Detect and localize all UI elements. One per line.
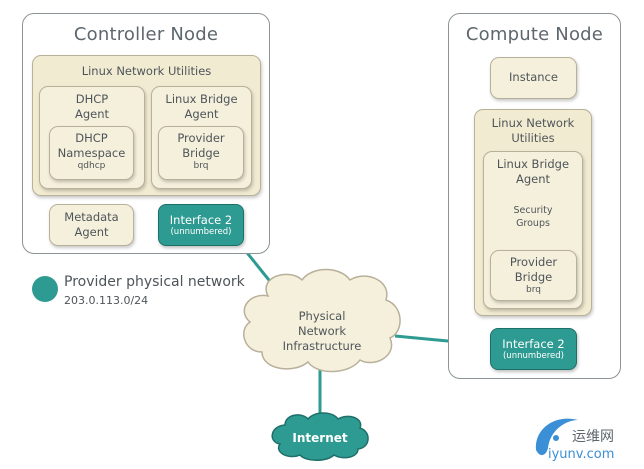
- legend-dot: [32, 276, 58, 302]
- controller-interface-label: Interface 2: [169, 213, 233, 227]
- compute-provider-bridge: Provider Bridge brq: [490, 250, 577, 301]
- controller-bridge-agent-label: Linux Bridge Agent: [165, 92, 238, 121]
- legend-subnet: 203.0.113.0/24: [64, 294, 149, 307]
- dhcp-namespace-sub: qdhcp: [77, 161, 106, 171]
- compute-interface-label: Interface 2: [502, 337, 565, 351]
- watermark-logo: [535, 418, 578, 456]
- controller-provider-bridge-label: Provider Bridge: [177, 131, 225, 160]
- metadata-agent-label: Metadata Agent: [64, 210, 119, 239]
- instance: Instance: [490, 57, 577, 99]
- compute-bridge-agent-label: Linux Bridge Agent: [496, 157, 570, 186]
- instance-label: Instance: [509, 70, 558, 84]
- dhcp-agent-label: DHCP Agent: [74, 92, 110, 121]
- internet-cloud: [271, 412, 369, 461]
- controller-node-title: Controller Node: [73, 24, 219, 45]
- compute-interface: Interface 2 (unnumbered): [490, 328, 577, 370]
- controller-interface: Interface 2 (unnumbered): [158, 204, 244, 246]
- compute-interface-sub: (unnumbered): [502, 351, 565, 361]
- infrastructure-label: Physical Network Infrastructure: [282, 309, 362, 353]
- compute-provider-bridge-label: Provider Bridge: [509, 255, 558, 284]
- legend-label: Provider physical network: [64, 274, 245, 290]
- compute-network-utilities-label: Linux Network Utilities: [491, 116, 575, 145]
- internet-label: Internet: [292, 431, 348, 445]
- watermark-cn: 运维网: [572, 429, 614, 445]
- compute-node-title: Compute Node: [465, 24, 604, 45]
- controller-network-utilities-label: Linux Network Utilities: [81, 64, 212, 78]
- dhcp-namespace: DHCP Namespace qdhcp: [49, 126, 134, 180]
- dhcp-namespace-label: DHCP Namespace: [57, 131, 126, 160]
- controller-provider-bridge-sub: brq: [193, 161, 209, 171]
- compute-provider-bridge-sub: brq: [526, 285, 541, 295]
- controller-provider-bridge: Provider Bridge brq: [158, 126, 244, 180]
- watermark-url: iyunv.com: [548, 447, 615, 462]
- security-groups-label: Security Groups: [513, 205, 553, 229]
- controller-interface-sub: (unnumbered): [170, 227, 232, 237]
- infrastructure-cloud: [243, 268, 401, 373]
- metadata-agent: Metadata Agent: [49, 204, 134, 246]
